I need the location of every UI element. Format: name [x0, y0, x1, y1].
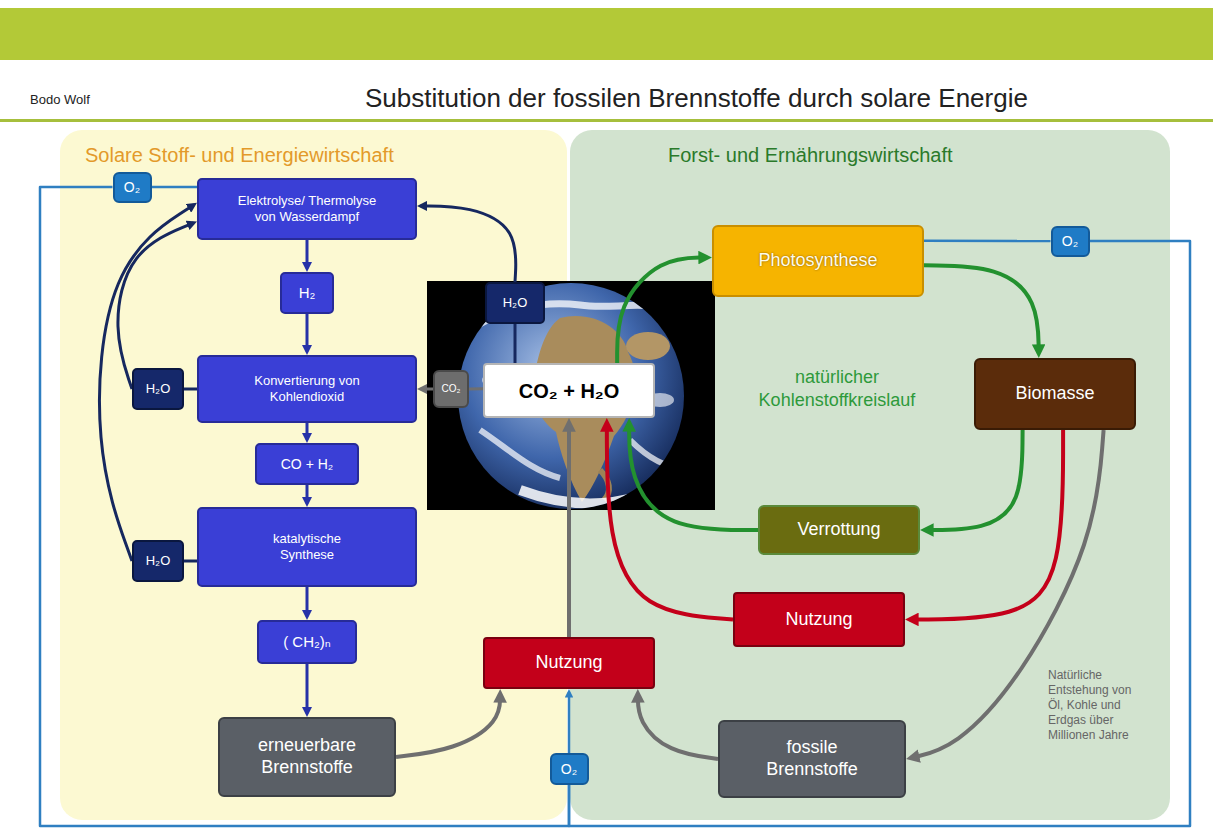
connector [617, 257, 707, 363]
note-label: Natürliche Entstehung von Öl, Kohle und … [1048, 668, 1148, 743]
connector [421, 206, 516, 282]
box-text: Nutzung [785, 609, 852, 631]
connector [567, 423, 571, 637]
connector [306, 485, 309, 503]
process-box: Photosynthese [712, 225, 924, 297]
connector [910, 430, 1063, 619]
box-text: Biomasse [1015, 383, 1094, 405]
author-label: Bodo Wolf [30, 92, 190, 108]
box-text: fossile Brennstoffe [742, 737, 882, 780]
connector [568, 692, 571, 753]
cycle-label: natürlicher Kohlenstoffkreislauf [727, 366, 947, 411]
connector [118, 223, 194, 389]
connector [396, 694, 500, 757]
connector [184, 560, 197, 563]
substance-box: O₂ [113, 172, 152, 203]
process-box: katalytische Synthese [197, 507, 417, 587]
box-text: Elektrolyse/ Thermolyse von Wasserdampf [227, 193, 387, 224]
title: Substitution der fossilen Brennstoffe du… [365, 82, 1028, 115]
connector [40, 187, 569, 826]
connector [306, 240, 309, 268]
connector [306, 587, 309, 616]
process-box: Elektrolyse/ Thermolyse von Wasserdampf [197, 178, 417, 240]
box-text: ( CH₂)ₙ [283, 633, 331, 651]
landmass [600, 470, 609, 500]
connector [924, 265, 1039, 353]
box-text: H₂O [146, 381, 171, 397]
header-rule [0, 119, 1213, 122]
process-box: H₂ [280, 272, 334, 314]
process-box: Konvertierung von Kohlendioxid [197, 355, 417, 423]
connector [638, 694, 718, 759]
box-text: CO₂ [442, 383, 461, 395]
substance-box: H₂O [485, 282, 545, 324]
substance-box: H₂O [132, 368, 184, 410]
space-background [427, 281, 715, 510]
connector [569, 241, 1190, 826]
process-box: Verrottung [758, 505, 920, 555]
box-text: H₂ [299, 284, 316, 302]
polar-cap [520, 490, 640, 503]
connector [924, 240, 1051, 243]
process-box: ( CH₂)ₙ [257, 620, 357, 664]
process-box: CO + H₂ [255, 443, 359, 485]
box-text: O₂ [124, 179, 140, 196]
connector [99, 205, 194, 561]
box-text: H₂O [146, 553, 171, 569]
fuel-box: fossile Brennstoffe [718, 720, 906, 798]
box-text: O₂ [1062, 233, 1078, 250]
connector [184, 388, 197, 391]
connector [152, 186, 198, 189]
usage-box: Nutzung [483, 637, 655, 689]
connector [306, 314, 309, 351]
substance-box: H₂O [132, 540, 184, 582]
box-text: erneuerbare Brennstoffe [237, 735, 377, 778]
substance-box: CO₂ [433, 370, 469, 408]
connector [306, 423, 309, 439]
box-text: H₂O [503, 295, 528, 311]
connector [629, 423, 758, 530]
globe-surface [470, 304, 690, 504]
usage-box: Nutzung [733, 592, 905, 647]
cloud [480, 430, 560, 478]
connector [306, 664, 309, 713]
connector [421, 388, 433, 391]
connector [469, 387, 483, 390]
panel-heading: Solare Stoff- und Energiewirtschaft [85, 143, 567, 167]
connector [925, 430, 1023, 530]
landmass [626, 332, 670, 360]
globe [458, 283, 684, 509]
earth-box: CO₂ + H₂O [483, 363, 655, 418]
box-text: O₂ [561, 761, 577, 778]
sector-panel: Solare Stoff- und EnergiewirtschaftO₂ Ele… [60, 130, 567, 820]
connector [607, 423, 733, 620]
box-text: CO + H₂ [281, 456, 334, 473]
cloud [630, 440, 690, 468]
panel-heading: Forst- und Ernährungswirtschaft [668, 143, 1170, 167]
substance-box: O₂ [1051, 226, 1090, 257]
header-bar [0, 8, 1213, 60]
box-text: CO₂ + H₂O [519, 379, 620, 403]
box-text: Verrottung [797, 519, 880, 541]
connector [513, 324, 516, 363]
box-text: Photosynthese [758, 250, 877, 272]
box-text: katalytische Synthese [252, 531, 362, 562]
box-text: Konvertierung von Kohlendioxid [237, 373, 377, 404]
process-box: Biomasse [974, 358, 1136, 430]
box-text: Nutzung [535, 652, 602, 674]
substance-box: O₂ [550, 753, 589, 785]
fuel-box: erneuerbare Brennstoffe [218, 717, 396, 797]
